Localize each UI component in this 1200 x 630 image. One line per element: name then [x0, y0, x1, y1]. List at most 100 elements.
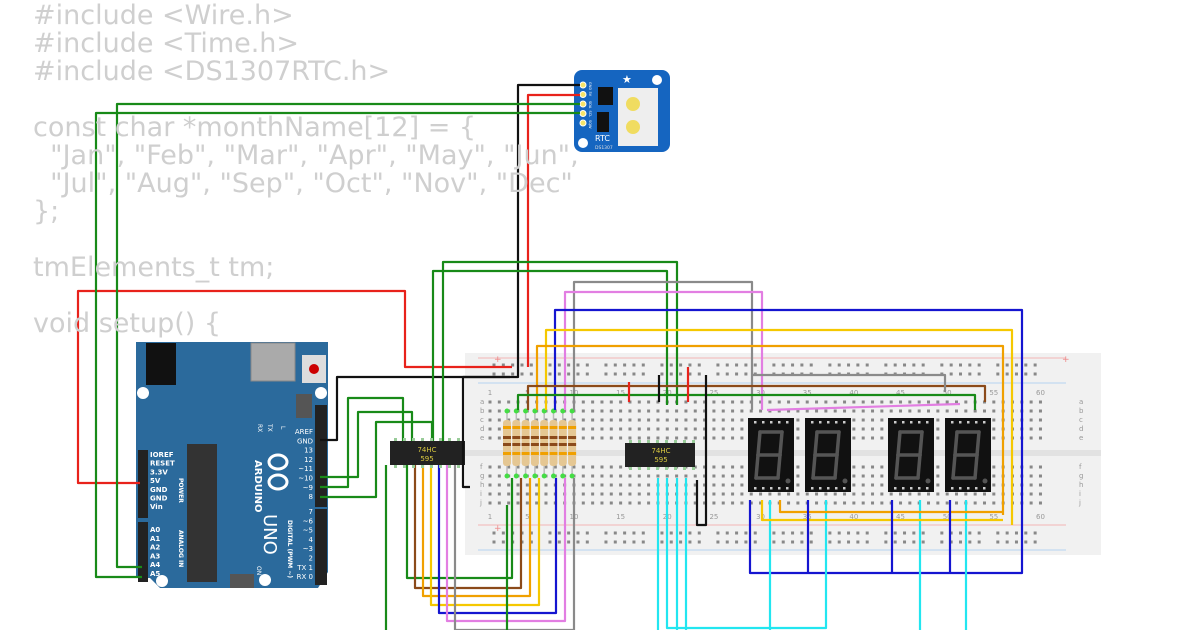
rail-hole — [492, 363, 496, 367]
wire-green[interactable] — [405, 465, 514, 580]
led-label: RX — [256, 424, 263, 432]
column-number: 25 — [709, 513, 718, 521]
breadboard-hole — [731, 436, 735, 440]
display-decimal-point — [925, 478, 931, 484]
wire-pin9[interactable] — [320, 396, 405, 489]
rtc-chip-label: DS1307 — [595, 145, 613, 151]
breadboard-hole — [656, 474, 660, 478]
breadboard-hole — [628, 436, 632, 440]
breadboard-hole — [628, 427, 632, 431]
arduino-board — [136, 342, 328, 588]
breadboard-hole — [637, 436, 641, 440]
wire-orange[interactable] — [778, 500, 1003, 514]
wire-gnd[interactable] — [320, 375, 510, 442]
breadboard-hole — [833, 492, 837, 496]
rail-hole — [1005, 540, 1009, 544]
wire-orange[interactable] — [421, 465, 532, 598]
breadboard-hole — [619, 436, 623, 440]
breadboard-hole — [787, 492, 791, 496]
display-pin — [827, 487, 830, 490]
wire-yellow[interactable] — [429, 465, 541, 607]
breadboard-hole — [665, 427, 669, 431]
power-pin-label: IOREF — [150, 451, 174, 459]
wire-sda[interactable] — [115, 102, 580, 569]
display-segment — [916, 453, 922, 480]
breadboard-hole — [731, 427, 735, 431]
reset-button-cap[interactable] — [309, 364, 319, 374]
rail-hole — [576, 372, 580, 376]
rail-hole — [921, 540, 925, 544]
breadboard-hole — [721, 400, 725, 404]
breadboard-hole — [749, 501, 753, 505]
display-segment — [896, 430, 902, 457]
resistor — [568, 408, 577, 479]
breadboard-hole — [488, 418, 492, 422]
wire-blue[interactable] — [806, 500, 952, 573]
wire-gray[interactable] — [752, 373, 947, 392]
column-number: 40 — [849, 513, 858, 521]
breadboard-hole — [759, 492, 763, 496]
wire-pink[interactable] — [563, 290, 764, 410]
rail-hole — [949, 540, 953, 544]
wire-5v[interactable] — [76, 289, 512, 485]
rtc-crystal — [597, 112, 609, 132]
rail-hole — [735, 363, 739, 367]
wire-cyan[interactable] — [665, 478, 828, 630]
rail-hole — [781, 540, 785, 544]
wire-green[interactable] — [441, 260, 679, 441]
breadboard-hole — [497, 427, 501, 431]
rail-hole — [613, 531, 617, 535]
breadboard-hole — [852, 492, 856, 496]
wire-brown[interactable] — [413, 465, 523, 590]
wire-green[interactable] — [516, 393, 977, 410]
breadboard-hole — [1038, 418, 1042, 422]
wire-green[interactable] — [431, 269, 669, 441]
wire-gray[interactable] — [453, 465, 576, 630]
rail-hole — [623, 540, 627, 544]
breadboard-hole — [535, 492, 539, 496]
wire-yellow[interactable] — [544, 328, 1014, 525]
chip-pin — [638, 467, 641, 470]
breadboard-hole — [787, 501, 791, 505]
rail-hole — [529, 540, 533, 544]
resistor-band — [530, 452, 539, 455]
column-number: 50 — [943, 389, 952, 397]
breadboard-hole — [759, 400, 763, 404]
wire-brown[interactable] — [526, 384, 987, 410]
breadboard-hole — [740, 492, 744, 496]
arduino-model: UNO — [259, 514, 280, 555]
wire-yellow[interactable] — [760, 500, 1003, 522]
pin-indicator — [551, 473, 556, 479]
rail-hole — [725, 372, 729, 376]
display-pin — [967, 421, 970, 424]
wire-scl[interactable] — [94, 111, 580, 579]
seven-segment-display — [888, 418, 934, 492]
wire-pink[interactable] — [766, 402, 961, 412]
wire-blue[interactable] — [437, 465, 558, 615]
breadboard-hole — [852, 409, 856, 413]
rail-hole — [977, 531, 981, 535]
breadboard-hole — [955, 492, 958, 496]
breadboard-hole — [497, 501, 501, 505]
breadboard-hole — [852, 465, 856, 469]
rail-hole — [585, 372, 589, 376]
wire-black[interactable] — [695, 375, 708, 527]
breadboard-hole — [815, 492, 819, 496]
wire-rtc-vcc[interactable] — [526, 93, 580, 367]
chip-body — [390, 441, 465, 465]
resistor-band — [503, 452, 511, 455]
breadboard-hole — [684, 474, 688, 478]
display-segment — [973, 453, 979, 480]
digital-pin-label: ~9 — [303, 484, 313, 492]
rail-hole — [791, 363, 795, 367]
wire-blue[interactable] — [553, 308, 1024, 575]
breadboard-hole — [731, 501, 735, 505]
rail-hole — [641, 372, 645, 376]
breadboard-hole — [852, 474, 856, 478]
breadboard-hole — [852, 483, 856, 487]
breadboard-hole — [693, 492, 697, 496]
breadboard-hole — [861, 492, 865, 496]
rail-hole — [772, 531, 776, 535]
breadboard-hole — [507, 400, 511, 404]
wire-orange[interactable] — [535, 344, 1005, 515]
